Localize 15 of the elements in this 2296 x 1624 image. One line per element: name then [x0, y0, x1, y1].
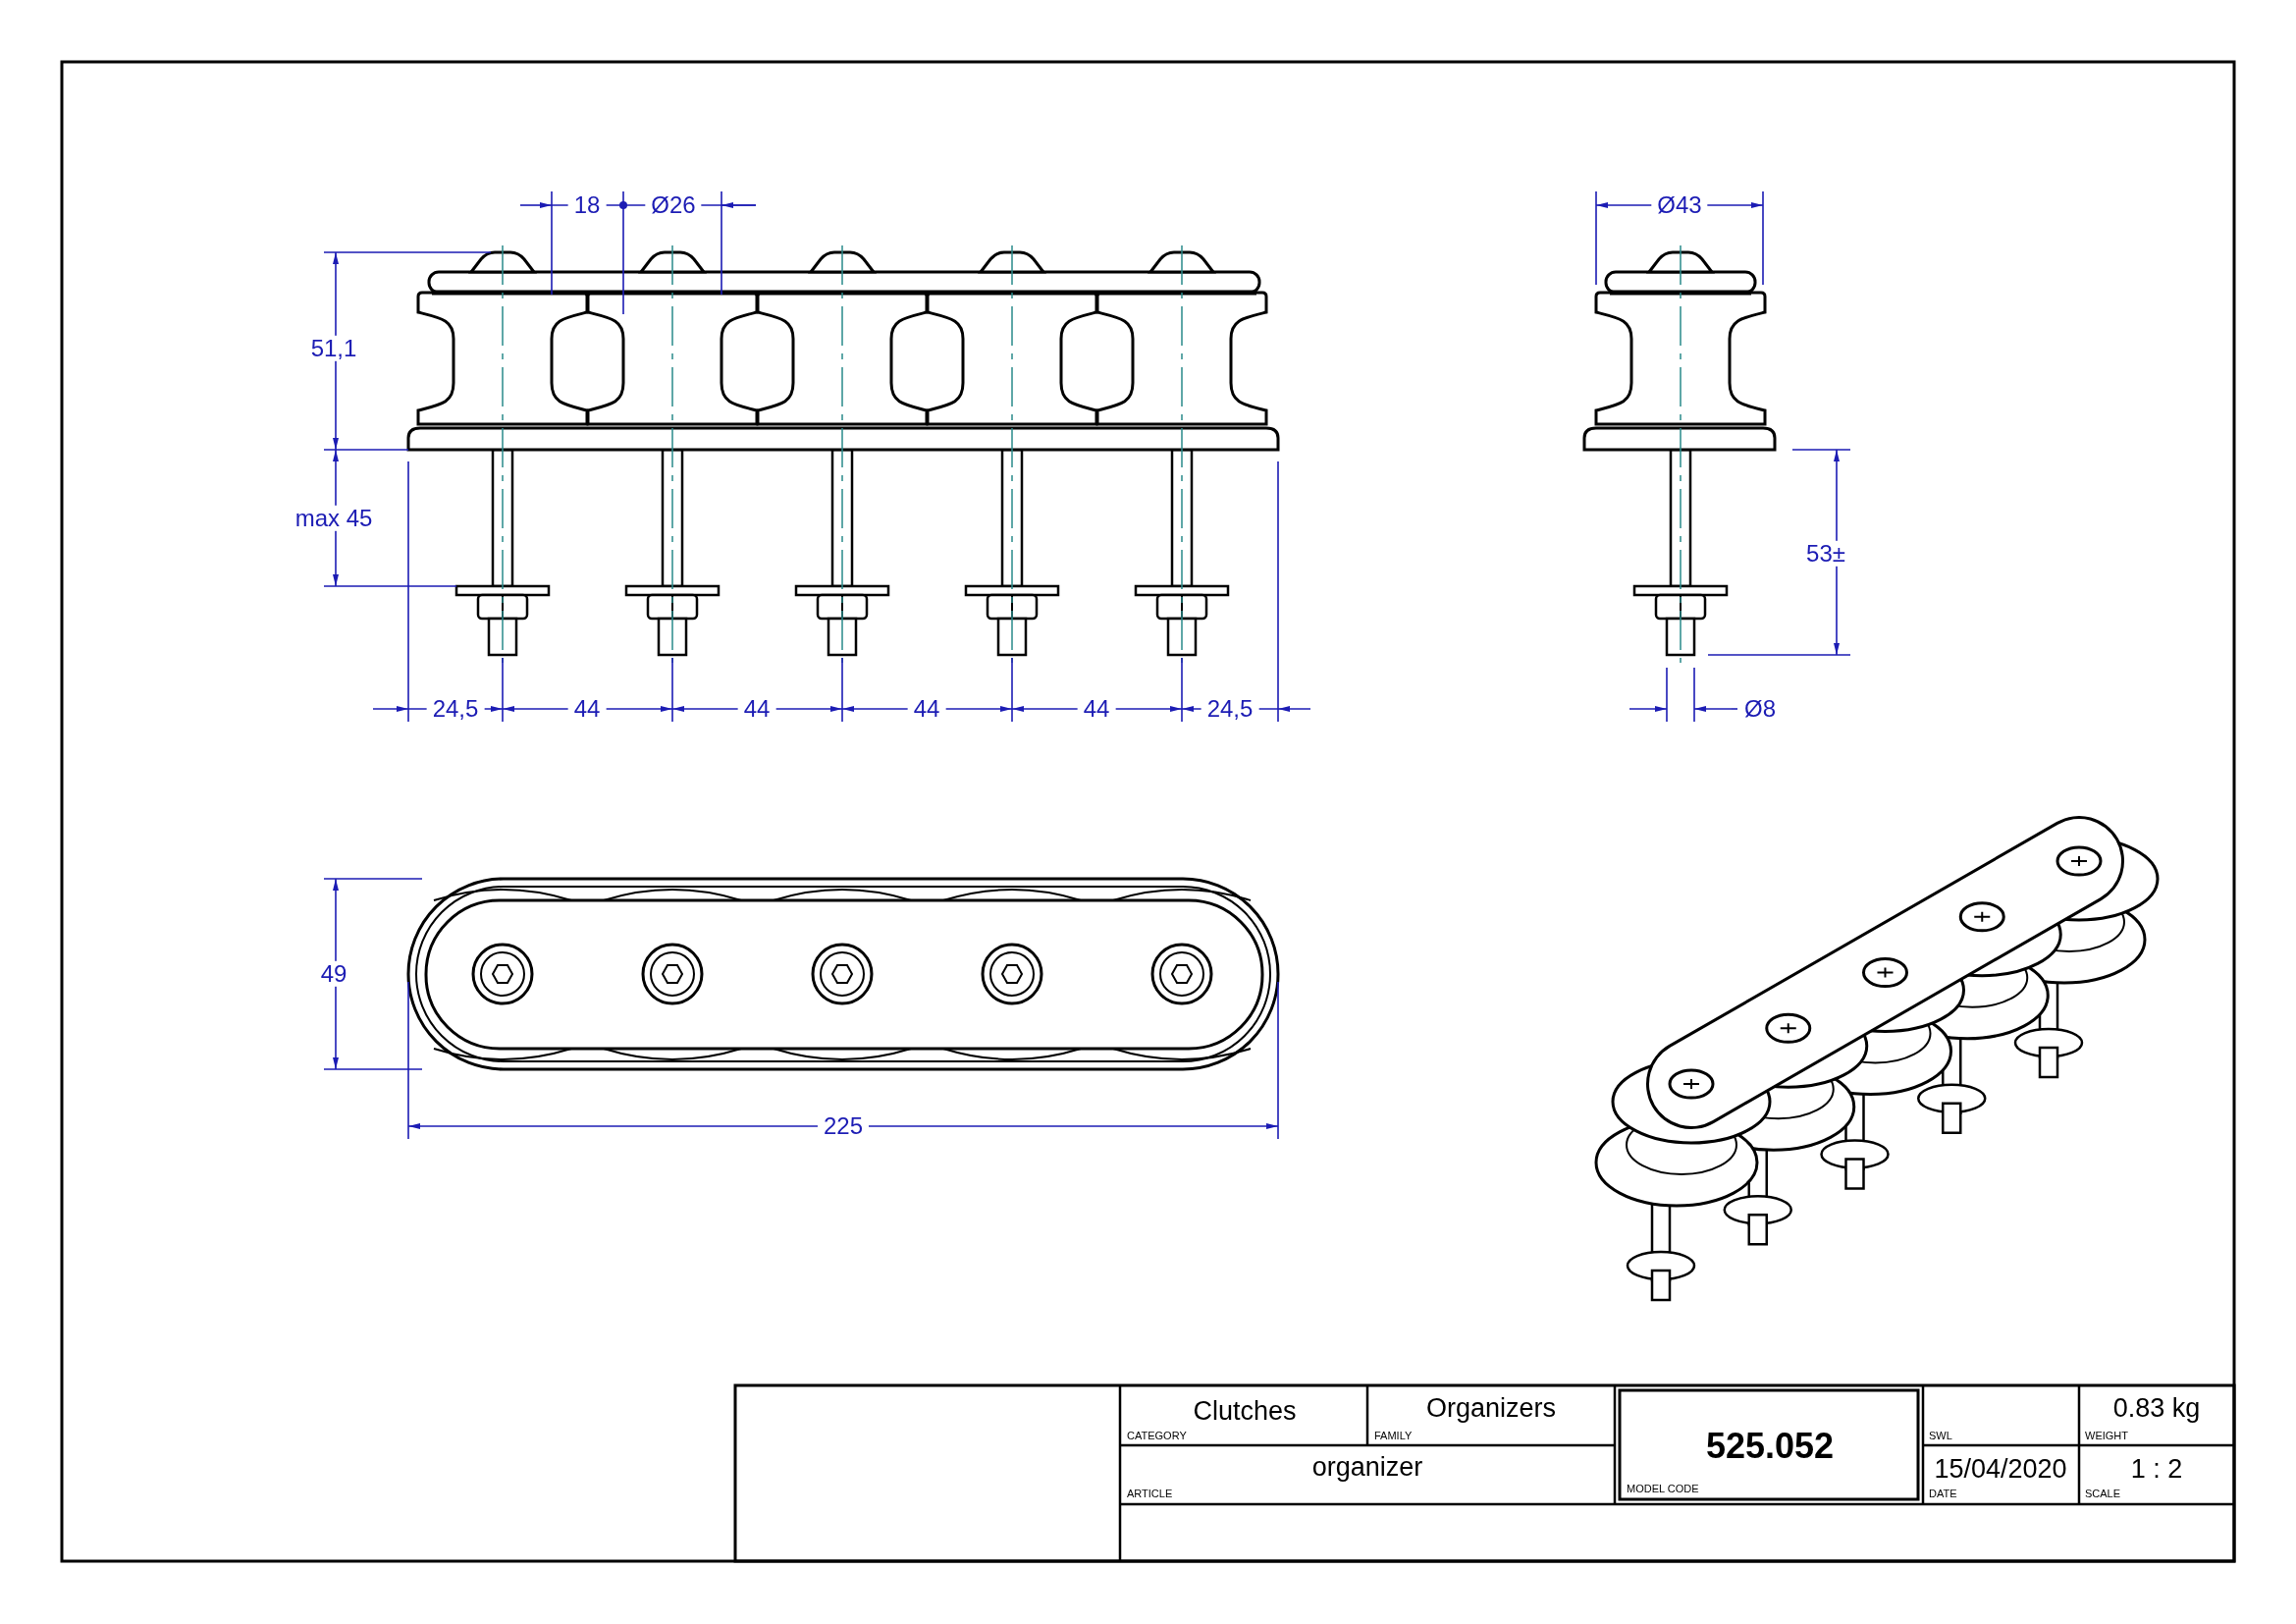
field-caption: ARTICLE [1127, 1487, 1173, 1500]
field-caption: SWL [1929, 1429, 1952, 1442]
cell-text: 1 : 2 [2130, 1455, 2183, 1485]
cell-text: Clutches [1193, 1397, 1297, 1427]
field-caption: DATE [1929, 1487, 1957, 1500]
model-code: 525.052 [1705, 1427, 1835, 1466]
cell-text: organizer [1311, 1453, 1423, 1483]
field-caption: WEIGHT [2085, 1429, 2128, 1442]
cell-text: 15/04/2020 [1934, 1455, 2067, 1485]
field-caption: FAMILY [1374, 1429, 1413, 1442]
field-caption: SCALE [2085, 1487, 2121, 1500]
field-caption: CATEGORY [1127, 1429, 1187, 1442]
cell-text: Organizers [1426, 1394, 1556, 1424]
field-caption: MODEL CODE [1627, 1482, 1699, 1495]
cell-text: 0.83 kg [2112, 1394, 2201, 1424]
